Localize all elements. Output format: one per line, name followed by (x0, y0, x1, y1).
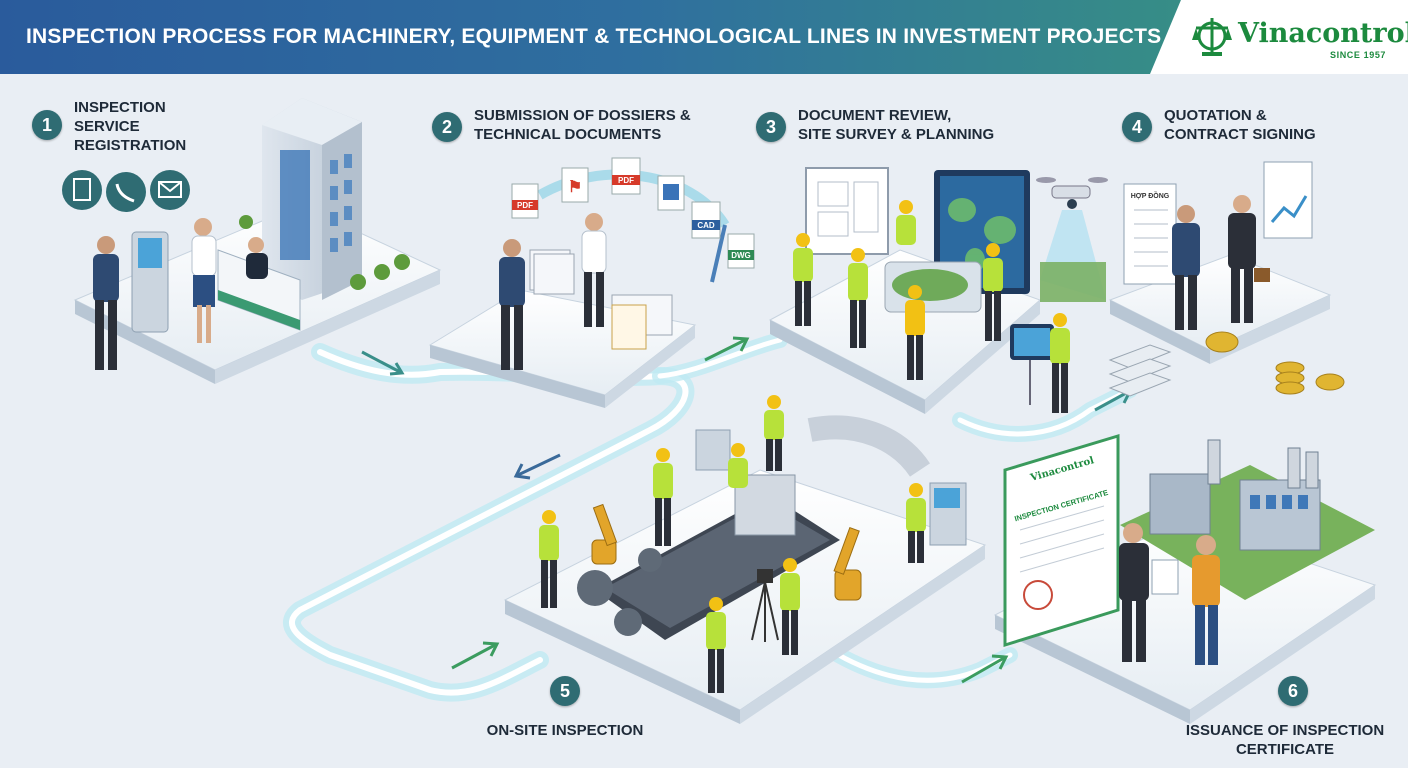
step-4: 4 QUOTATION & CONTRACT SIGNING (1122, 107, 1316, 144)
pdf-file-icon: PDF (511, 183, 539, 219)
process-path (283, 332, 1138, 702)
doc-pdf-label: PDF (517, 201, 533, 210)
platform-onsite (503, 395, 987, 724)
step-label: QUOTATION & CONTRACT SIGNING (1164, 107, 1316, 143)
step-2: 2 SUBMISSION OF DOSSIERS & TECHNICAL DOC… (432, 107, 691, 144)
scale-logo-icon (1192, 18, 1232, 56)
brand-since: SINCE 1957 (1330, 50, 1387, 60)
arrow-up-right-icon (704, 336, 750, 362)
platform-contract: HỢP ĐỒNG (1108, 161, 1345, 397)
doc-cad-label: CAD (697, 221, 715, 230)
drone-icon (1036, 177, 1108, 209)
pdf-file-icon: PDF (611, 157, 641, 195)
dwg-file-icon: DWG (727, 233, 755, 269)
client-person (1172, 205, 1200, 330)
blue-file-icon (657, 175, 685, 211)
acrobat-file-icon: ⚑ (561, 167, 589, 203)
doc-pdf-label-2: PDF (618, 176, 634, 185)
step-6-number: 6 (1278, 676, 1308, 706)
platform-submission: PDF ⚑ PDF CAD DWG (428, 157, 755, 408)
step-number: 2 (432, 112, 462, 142)
contract-sign-label: HỢP ĐỒNG (1131, 190, 1170, 200)
doc-dwg-label: DWG (731, 251, 751, 260)
platform-certificate: Vinacontrol INSPECTION CERTIFICATE (993, 433, 1377, 724)
arrow-up-right-icon (961, 654, 1009, 684)
officer-person (581, 213, 607, 327)
submitter-person (499, 239, 525, 370)
certificate-document: Vinacontrol INSPECTION CERTIFICATE (1003, 433, 1120, 648)
step-number: 1 (32, 110, 62, 140)
platform-review (768, 167, 1108, 414)
factory-icon (1149, 439, 1321, 551)
platform-registration (62, 98, 442, 384)
customer-person (93, 236, 119, 370)
arrow-down-left-icon (513, 453, 561, 480)
partner-person (1228, 195, 1270, 323)
robot-arm-icon (591, 503, 862, 601)
email-icon (150, 170, 190, 210)
step-label: DOCUMENT REVIEW, SITE SURVEY & PLANNING (798, 107, 995, 143)
gear-icon (577, 548, 662, 636)
official-person (1119, 523, 1149, 662)
cad-file-icon: CAD (691, 201, 721, 239)
svg-text:⚑: ⚑ (568, 179, 582, 196)
step-3: 3 DOCUMENT REVIEW, SITE SURVEY & PLANNIN… (756, 107, 994, 144)
step-label: SUBMISSION OF DOSSIERS & TECHNICAL DOCUM… (474, 107, 691, 143)
arrow-up-right-icon (451, 641, 500, 670)
worker-group (793, 200, 1070, 413)
brand-name: Vinacontrol (1238, 18, 1408, 49)
arrow-right-icon (361, 350, 405, 376)
step-6-label: ISSUANCE OF INSPECTION CERTIFICATE (1185, 722, 1385, 758)
step-number: 3 (756, 112, 786, 142)
step-5-label: ON-SITE INSPECTION (486, 722, 644, 739)
staff-person (191, 218, 217, 343)
step-number: 4 (1122, 112, 1152, 142)
phone-icon (106, 172, 146, 212)
flow-arrows (361, 336, 1133, 684)
recipient-person (1192, 535, 1220, 665)
receptionist-person (246, 237, 268, 279)
step-5-number: 5 (550, 676, 580, 706)
inspector-group (539, 395, 926, 693)
document-icon (62, 170, 102, 210)
page-title: INSPECTION PROCESS FOR MACHINERY, EQUIPM… (26, 25, 1162, 48)
coin-icon (1205, 331, 1345, 395)
tripod-icon (751, 569, 779, 642)
step-label: INSPECTION SERVICE REGISTRATION (74, 99, 187, 154)
step-1: 1 INSPECTION SERVICE REGISTRATION (32, 99, 186, 155)
